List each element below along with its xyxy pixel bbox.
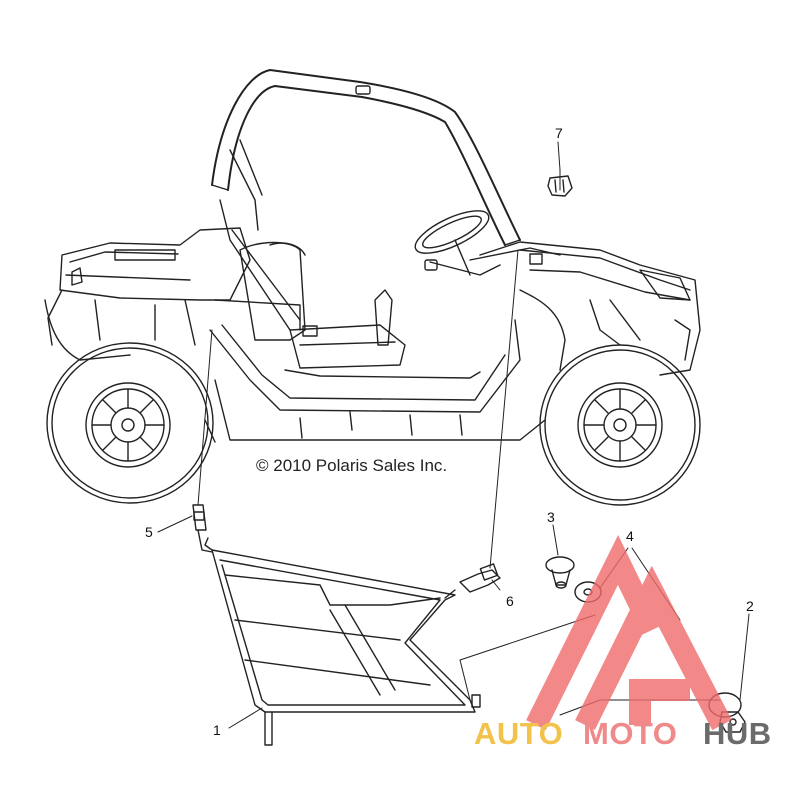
watermark-text-moto: MOTO: [583, 716, 678, 751]
callout-3: 3: [547, 509, 555, 525]
watermark-text-auto: AUTO: [474, 716, 564, 751]
push-rivet-3: [545, 556, 575, 589]
door-net-frame: [204, 537, 481, 746]
leader-lines: [197, 169, 561, 569]
roll-cage: [211, 69, 521, 331]
callout-2: 2: [746, 598, 754, 614]
seats-cockpit: [239, 241, 406, 369]
callout-7: 7: [555, 125, 563, 141]
rear-body: [44, 227, 251, 361]
copyright-notice: © 2010 Polaris Sales Inc.: [256, 456, 448, 475]
callout-5: 5: [145, 524, 153, 540]
clip-7: [547, 175, 573, 197]
watermark-text-hub: HUB: [703, 716, 772, 751]
callout-1: 1: [213, 722, 221, 738]
callout-4: 4: [626, 528, 634, 544]
rear-wheel: [46, 342, 214, 504]
front-wheel: [539, 344, 701, 506]
callout-6: 6: [506, 593, 514, 609]
strap-buckle-6: [444, 563, 501, 599]
strap-buckle-5: [192, 504, 213, 553]
watermark-logo-mark: [526, 535, 732, 731]
front-body: [479, 241, 701, 376]
chassis-floor: [204, 299, 546, 443]
